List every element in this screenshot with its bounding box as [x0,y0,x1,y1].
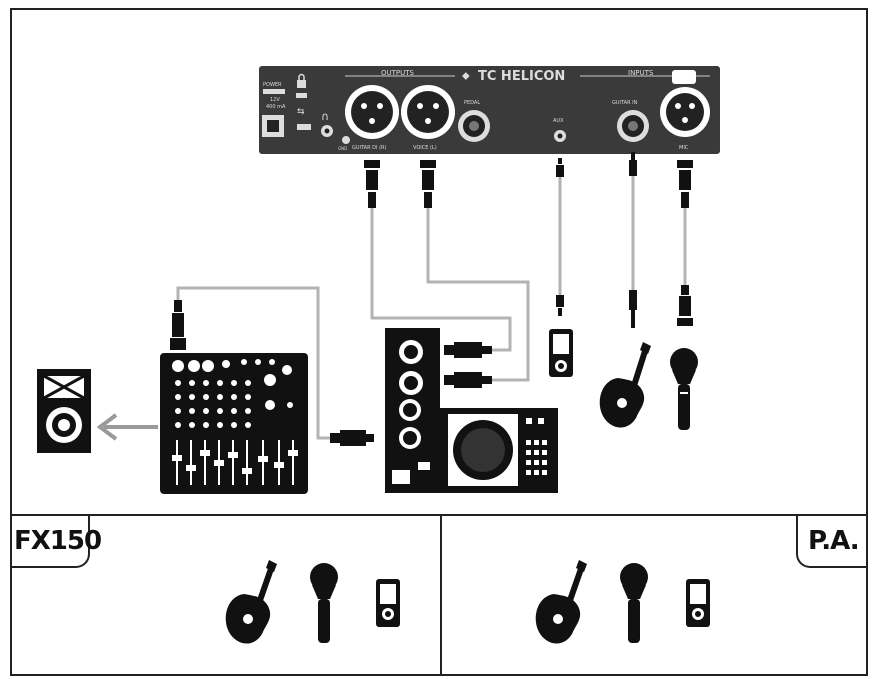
mixer-faders [172,440,298,485]
guitar-di-xlr-output [345,85,399,139]
acoustic-guitar-icon [225,560,277,644]
xlr-plug-voice [420,160,436,208]
voice-xlr-output [401,85,455,139]
pa-tab [796,514,868,568]
xlr-plug-mic [677,160,693,208]
xlr-out-2 [399,427,421,449]
lock-icon [296,73,307,98]
fx150-label: FX150 [14,526,102,556]
usb-port [297,124,311,130]
microphone-icon [620,563,648,643]
mixer-knobs [172,359,293,428]
guitar-di-label: GUITAR DI (R) [352,145,386,151]
power-spec-current: 400 mA [266,104,286,110]
monitor-amp-icon [440,408,558,493]
inputs-label: INPUTS [628,69,654,77]
xlr-plug-mixer-side [330,430,374,446]
mixer-return-cable [176,286,330,440]
pa-instruments [535,560,710,644]
jack-plug-guitar-end [629,290,637,328]
acoustic-guitar-icon [535,560,587,644]
mixer-icon [160,353,308,494]
section-divider [10,514,868,516]
aux-label: AUX [553,118,564,124]
combo-jack-1 [399,340,423,364]
cables [176,176,687,440]
xlr-plug-guitar-di [364,160,380,208]
pedal-label: PEDAL [464,100,480,106]
pa-label: P.A. [808,526,860,556]
media-player-icon [549,329,573,377]
guitar-di-cable [370,208,512,352]
xlr-plugs-amp [444,342,492,388]
mini-plug-aux [556,158,564,177]
device-plugs [170,152,693,350]
media-player-icon [376,579,400,627]
outputs-label: OUTPUTS [381,69,415,77]
headphones-icon: ∩ [321,110,329,123]
power-spec-voltage: 12V [270,97,280,103]
acoustic-guitar-icon [599,342,651,428]
microphone-icon [670,348,698,430]
combo-jack-2 [399,371,423,395]
xlr-plug-mic-end [677,285,693,326]
speaker-icon [37,369,91,453]
guitar-in-label: GUITAR IN [612,100,638,106]
jack-plug-guitar [629,152,637,176]
output-arrow-icon [96,413,158,441]
brand-logo: TC HELICON [478,69,565,84]
mini-plug-aux-end [556,295,564,316]
voice-cable [426,208,530,382]
xlr-plug-mixer-top [170,300,186,350]
fx150-tab [10,514,90,568]
panel-divider [440,514,442,676]
diagram-frame [10,8,868,676]
xlr-out-1 [399,399,421,421]
tc-helicon-device: TC HELICON ⬥ OUTPUTS INPUTS POWER 12V 40… [259,66,720,154]
power-label: POWER [263,82,282,88]
logo-mark-icon: ⬥ [462,69,470,82]
mic-label: MIC [679,145,689,151]
microphone-icon [310,563,338,643]
fx150-instruments [225,560,400,644]
media-player-icon [686,579,710,627]
mic-xlr-input [660,87,710,137]
amp-input-panel [385,328,440,493]
gnd-label: GND [338,146,347,151]
voice-label: VOICE (L) [413,145,437,151]
ground-screw [342,136,350,144]
usb-icon: ⇆ [297,107,305,117]
